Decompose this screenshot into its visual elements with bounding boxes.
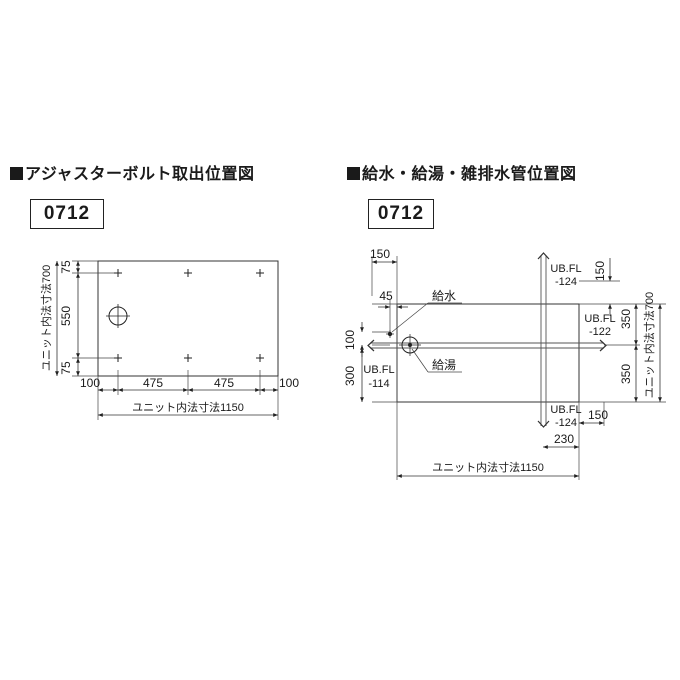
dim-bottom: 75 (59, 361, 73, 375)
ub-bottom-value: -124 (555, 417, 577, 429)
unit-depth-label: ユニット内法寸法700 (39, 265, 53, 371)
dim-230: 230 (554, 432, 574, 446)
dim-left: 100 (80, 376, 100, 390)
ub-left-label: UB.FL (363, 364, 394, 376)
adjuster-bolt-icon (256, 269, 264, 277)
piping-plan: 給水 給湯 150 45 100 300 UB.FL -114 UB.FL -1… (343, 247, 666, 480)
hot-water-label: 給湯 (432, 358, 456, 372)
supply-label: 給水 (432, 289, 456, 303)
adjuster-bolt-icon (184, 269, 192, 277)
unit-width-label: ユニット内法寸法1150 (432, 460, 544, 474)
dim-350-bottom: 350 (619, 364, 633, 384)
drain-circle-icon (106, 304, 130, 328)
dim-100: 100 (343, 330, 357, 350)
ub-top-value: -124 (555, 276, 577, 288)
unit-depth-label: ユニット内法寸法700 (642, 292, 656, 398)
dim-middle: 550 (59, 306, 73, 326)
adjuster-bolt-icon (184, 354, 192, 362)
dim-span-1: 475 (143, 376, 163, 390)
adjuster-bolt-plan: 75 550 75 ユニット内法寸法700 100 475 475 100 ユニ… (39, 260, 299, 420)
unit-width-label: ユニット内法寸法1150 (132, 400, 244, 414)
dim-350-top: 350 (619, 309, 633, 329)
ub-bottom-label: UB.FL (550, 404, 581, 416)
square-bullet-icon (347, 167, 360, 180)
unit-outline (396, 303, 580, 403)
dim-top-right: 150 (593, 261, 607, 281)
dim-top-left: 150 (370, 247, 390, 261)
ub-mid-label: UB.FL (584, 313, 615, 325)
dim-300: 300 (343, 366, 357, 386)
hot-water-pipe-icon (399, 334, 421, 356)
dim-supply-offset: 45 (379, 289, 393, 303)
adjuster-bolt-marks (114, 269, 264, 362)
drain-route (367, 252, 607, 428)
dim-span-2: 475 (214, 376, 234, 390)
dim-top: 75 (59, 260, 73, 274)
ub-left-value: -114 (368, 378, 389, 390)
ub-mid-value: -122 (589, 326, 611, 338)
adjuster-bolt-icon (256, 354, 264, 362)
right-model-code: 0712 (368, 199, 434, 229)
ub-top-label: UB.FL (550, 263, 581, 275)
adjuster-bolt-icon (114, 269, 122, 277)
left-model-code: 0712 (30, 199, 104, 229)
dim-bottom-right: 150 (588, 408, 608, 422)
right-diagram-title: 給水・給湯・雑排水管位置図 (347, 160, 577, 184)
adjuster-bolt-icon (114, 354, 122, 362)
left-diagram-title: アジャスターボルト取出位置図 (10, 160, 255, 184)
dim-right: 100 (279, 376, 299, 390)
square-bullet-icon (10, 167, 23, 180)
